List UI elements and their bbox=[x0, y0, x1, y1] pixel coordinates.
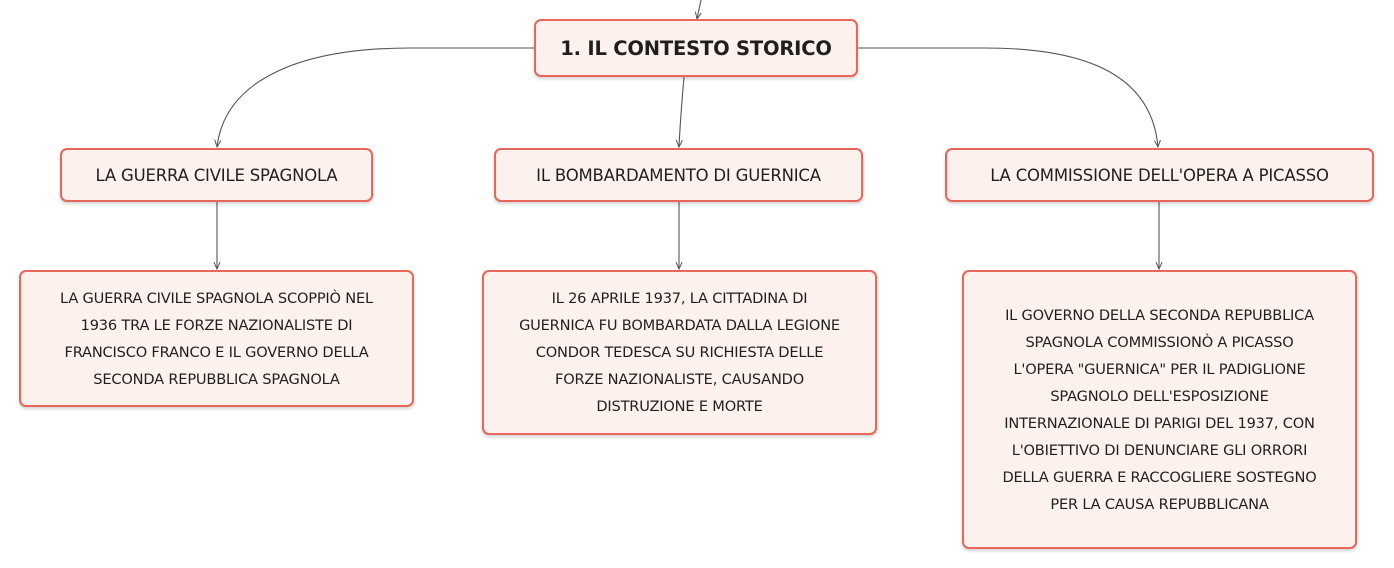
detail-line: L'OPERA "GUERNICA" PER IL PADIGLIONE bbox=[1013, 360, 1306, 378]
connector-parent-root bbox=[697, 0, 701, 19]
detail-line: FORZE NAZIONALISTE, CAUSANDO bbox=[555, 371, 804, 388]
detail-line: IL 26 APRILE 1937, LA CITTADINA DI bbox=[551, 290, 808, 307]
detail-line: INTERNAZIONALE DI PARIGI DEL 1937, CON bbox=[1004, 414, 1315, 432]
connector-root-topic-3 bbox=[858, 47, 1158, 147]
detail-line: L'OBIETTIVO DI DENUNCIARE GLI ORRORI bbox=[1011, 441, 1308, 459]
detail-node-guerra-civile[interactable]: LA GUERRA CIVILE SPAGNOLA SCOPPIÒ NEL 19… bbox=[19, 270, 414, 407]
detail-line: LA GUERRA CIVILE SPAGNOLA SCOPPIÒ NEL bbox=[60, 289, 373, 307]
detail-line: SPAGNOLO DELL'ESPOSIZIONE bbox=[1050, 387, 1269, 405]
detail-line: 1936 TRA LE FORZE NAZIONALISTE DI bbox=[80, 316, 353, 334]
detail-line: DISTRUZIONE E MORTE bbox=[596, 398, 763, 415]
detail-line: SECONDA REPUBBLICA SPAGNOLA bbox=[93, 370, 340, 388]
detail-node-bombardamento[interactable]: IL 26 APRILE 1937, LA CITTADINA DI GUERN… bbox=[482, 270, 877, 435]
root-node[interactable]: 1. IL CONTESTO STORICO bbox=[534, 19, 858, 77]
topic-node-label: LA COMMISSIONE DELL'OPERA A PICASSO bbox=[990, 165, 1329, 185]
detail-text: LA GUERRA CIVILE SPAGNOLA SCOPPIÒ NEL 19… bbox=[60, 285, 373, 393]
detail-text: IL GOVERNO DELLA SECONDA REPUBBLICA SPAG… bbox=[1002, 302, 1316, 518]
connector-root-topic-1 bbox=[217, 47, 534, 147]
detail-text: IL 26 APRILE 1937, LA CITTADINA DI GUERN… bbox=[519, 285, 840, 420]
topic-node-commissione[interactable]: LA COMMISSIONE DELL'OPERA A PICASSO bbox=[945, 148, 1374, 202]
root-node-label: 1. IL CONTESTO STORICO bbox=[560, 36, 832, 60]
detail-line: IL GOVERNO DELLA SECONDA REPUBBLICA bbox=[1005, 306, 1314, 324]
topic-node-guerra-civile[interactable]: LA GUERRA CIVILE SPAGNOLA bbox=[60, 148, 373, 202]
topic-node-bombardamento[interactable]: IL BOMBARDAMENTO DI GUERNICA bbox=[494, 148, 863, 202]
topic-node-label: IL BOMBARDAMENTO DI GUERNICA bbox=[536, 165, 821, 185]
detail-line: FRANCISCO FRANCO E IL GOVERNO DELLA bbox=[64, 343, 369, 361]
connector-root-topic-2 bbox=[679, 76, 685, 147]
detail-line: PER LA CAUSA REPUBBLICANA bbox=[1050, 495, 1269, 513]
detail-line: SPAGNOLA COMMISSIONÒ A PICASSO bbox=[1025, 333, 1294, 351]
detail-line: DELLA GUERRA E RACCOGLIERE SOSTEGNO bbox=[1002, 468, 1317, 486]
topic-node-label: LA GUERRA CIVILE SPAGNOLA bbox=[95, 165, 338, 185]
detail-line: CONDOR TEDESCA SU RICHIESTA DELLE bbox=[535, 344, 824, 361]
detail-line: GUERNICA FU BOMBARDATA DALLA LEGIONE bbox=[519, 317, 840, 334]
detail-node-commissione[interactable]: IL GOVERNO DELLA SECONDA REPUBBLICA SPAG… bbox=[962, 270, 1357, 549]
